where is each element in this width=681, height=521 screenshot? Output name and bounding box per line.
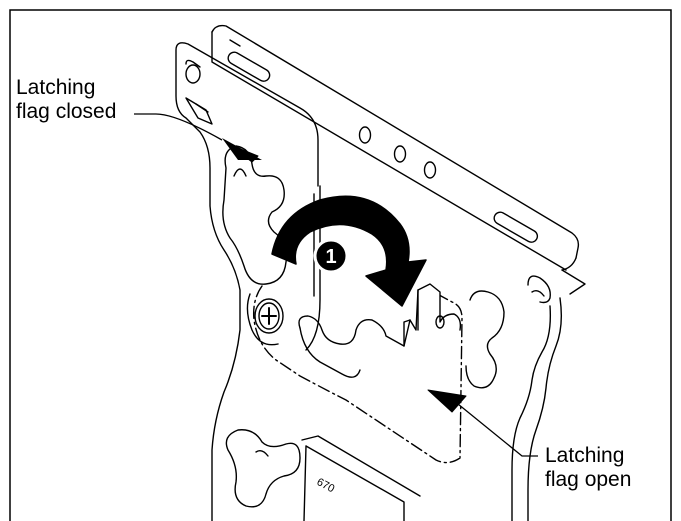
callout-flag-closed-line-2: flag closed [16, 100, 117, 123]
callout-flag-closed: Latching flag closed [16, 76, 116, 124]
leader-closed [134, 113, 262, 163]
bracket-plate [175, 42, 563, 521]
step-number-badge: 1 [313, 238, 349, 274]
part-label-plate [301, 435, 421, 521]
flag-closed-profile [222, 145, 288, 285]
leader-open [427, 389, 538, 457]
figure-border [9, 9, 672, 521]
callout-flag-open: Latching flag open [545, 444, 631, 492]
plate-cutout-lower [225, 429, 301, 508]
callout-flag-open-line-2: flag open [545, 468, 632, 491]
part-marking-text: 670 [315, 476, 337, 495]
step-number: 1 [325, 246, 336, 268]
plate-cutout-right [465, 290, 505, 389]
screw-icon [246, 293, 284, 346]
callout-flag-open-line-1: Latching [545, 444, 625, 467]
callout-flag-closed-line-1: Latching [16, 76, 96, 99]
rotation-arrow-icon [271, 195, 427, 307]
flag-open [298, 283, 462, 378]
mounting-rail [211, 24, 586, 304]
flag-open-outline [252, 285, 463, 464]
